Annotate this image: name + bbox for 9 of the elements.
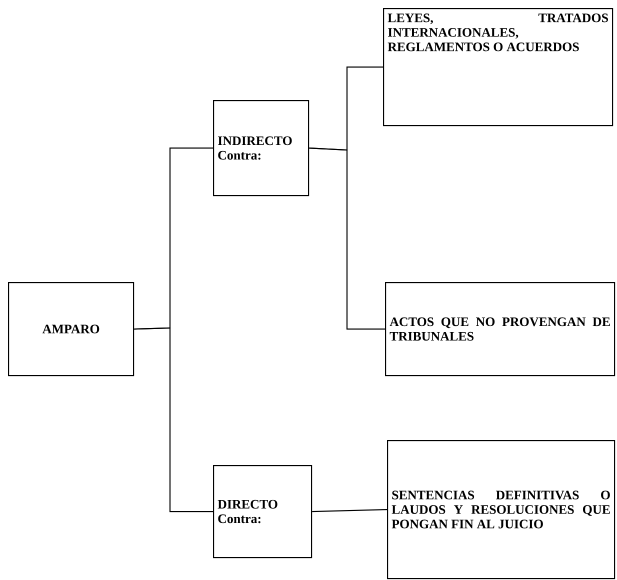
process-box: ACTOS QUE NO PROVENGAN DE TRIBUNALES xyxy=(385,282,616,376)
connector-line xyxy=(312,509,388,512)
process-box: LEYES, TRATADOS INTERNACIONALES, REGLAMENTOS O ACUERDOS xyxy=(383,8,614,126)
connector-line xyxy=(309,148,385,330)
connector-line xyxy=(134,327,213,512)
process-box: SENTENCIAS DEFINITIVAS O LAUDOS Y RESOLUCIONES QUE PONGAN FIN AL JUICIO xyxy=(387,440,616,580)
process-box: AMPARO xyxy=(8,282,134,376)
process-box: DIRECTO Contra: xyxy=(213,465,312,558)
process-box: INDIRECTO Contra: xyxy=(213,100,310,196)
